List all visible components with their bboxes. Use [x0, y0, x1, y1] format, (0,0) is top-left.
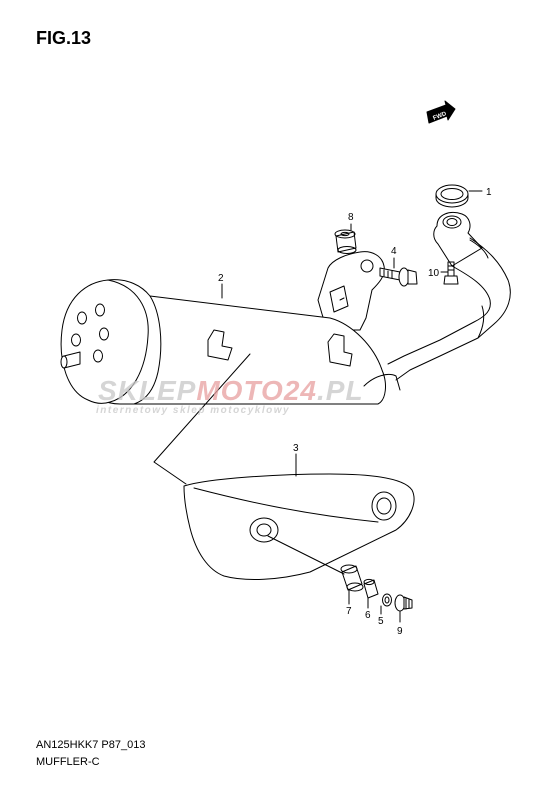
gasket-ring	[435, 184, 469, 208]
muffler-body	[60, 279, 401, 405]
watermark: SKLEPMOTO24.PL internetowy sklep motocyk…	[96, 375, 364, 416]
screw	[394, 594, 413, 612]
leader-lines	[153, 190, 483, 623]
fwd-label: FWD	[432, 111, 448, 122]
callout-10: 10	[428, 268, 440, 279]
rubber-bush	[334, 229, 357, 254]
watermark-brand-part1: SKLEP	[98, 375, 196, 406]
watermark-brand-part4: .PL	[317, 375, 364, 406]
diagram-code: AN125HKK7 P87_013	[36, 739, 146, 751]
watermark-brand: SKLEPMOTO24.PL	[98, 375, 364, 406]
callout-8: 8	[348, 212, 354, 223]
grommet	[340, 564, 364, 592]
watermark-tagline: internetowy sklep motocyklowy	[96, 405, 290, 416]
muffler-protector-cover	[183, 473, 415, 580]
bolt-small	[443, 261, 459, 285]
fwd-arrow-icon: FWD	[426, 100, 456, 124]
callout-9: 9	[397, 626, 403, 637]
figure-title: FIG.13	[36, 28, 92, 48]
callout-5: 5	[378, 616, 384, 627]
bolt-with-washer	[379, 267, 418, 287]
callout-7: 7	[346, 606, 352, 617]
diagram-name: MUFFLER-C	[36, 756, 100, 768]
callout-6: 6	[365, 610, 371, 621]
callout-2: 2	[218, 273, 224, 284]
watermark-brand-part3: 24	[283, 375, 317, 406]
callout-1: 1	[486, 187, 492, 198]
callout-4: 4	[391, 246, 397, 257]
washer	[382, 593, 392, 607]
callout-numbers: 1 2 3 4 5 6 7 8 9 10	[218, 187, 492, 637]
callout-3: 3	[293, 443, 299, 454]
collar	[363, 578, 379, 599]
exhaust-pipe	[387, 212, 511, 381]
watermark-brand-part2: MOTO	[196, 375, 283, 406]
